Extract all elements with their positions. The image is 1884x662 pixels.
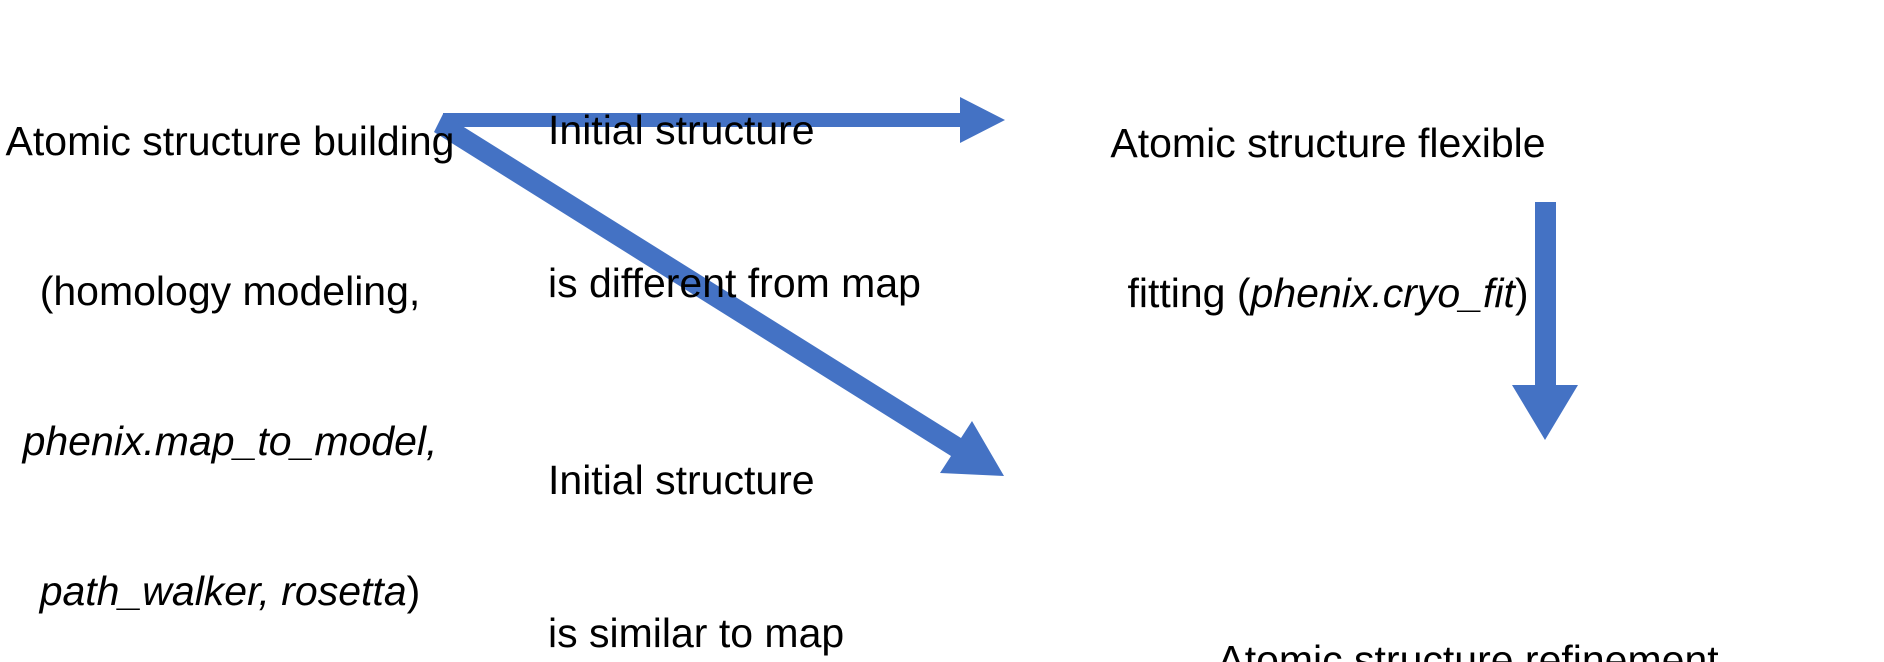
node-building-line-4-tail: ) [406, 568, 421, 615]
node-building-line-3: phenix.map_to_model, [22, 418, 438, 465]
node-flexible-fitting-line-2-prefix: fitting ( [1127, 270, 1251, 317]
edge-label-different-line-2: is different from map [548, 260, 921, 307]
node-refinement-line-1: Atomic structure refinement [1217, 637, 1719, 662]
node-building-line-2: (homology modeling, [39, 268, 421, 315]
edge-label-similar-line-1: Initial structure [548, 456, 815, 503]
edge-label-initial-structure-different: Initial structure is different from map [548, 2, 948, 412]
node-flexible-fitting-line-2-suffix: ) [1514, 270, 1529, 317]
node-atomic-structure-flexible-fitting: Atomic structure flexible fitting (pheni… [1078, 18, 1578, 418]
node-atomic-structure-refinement: Atomic structure refinement (phenix.real… [1052, 535, 1884, 662]
node-flexible-fitting-line-2: fitting (phenix.cryo_fit) [1078, 268, 1578, 318]
node-flexible-fitting-line-2-italic: phenix.cryo_fit [1250, 270, 1515, 317]
node-building-line-4-italic: path_walker, rosetta [39, 568, 407, 615]
node-building-line-1: Atomic structure building [5, 118, 455, 165]
node-building-line-4: path_walker, rosetta) [0, 566, 460, 616]
node-flexible-fitting-line-1: Atomic structure flexible [1110, 120, 1546, 167]
edge-label-initial-structure-similar: Initial structure is similar to map [548, 352, 948, 662]
edge-label-similar-line-2: is similar to map [548, 610, 845, 657]
edge-label-different-line-1: Initial structure [548, 106, 815, 153]
node-atomic-structure-building: Atomic structure building (homology mode… [0, 16, 460, 662]
